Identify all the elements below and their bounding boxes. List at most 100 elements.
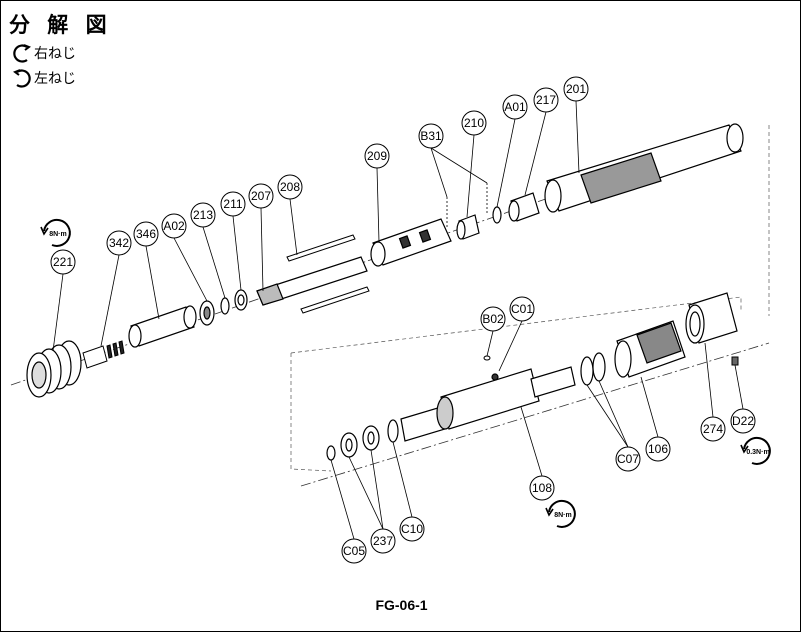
callout-circle [190, 202, 216, 228]
callout-C01: C01 [509, 296, 535, 322]
part-c07-orings [580, 352, 606, 386]
page-title: 分 解 図 [9, 13, 112, 37]
callout-C05: C05 [341, 538, 367, 564]
callout-circle [533, 87, 559, 113]
arrowhead-icon [40, 226, 49, 236]
callout-221: 221 [50, 249, 76, 275]
legend-left-thread-label: 左ねじ [34, 71, 76, 87]
callout-274: 274 [700, 416, 726, 442]
callout-circle [509, 296, 535, 322]
part-c05-oring [326, 445, 336, 461]
callout-label: 211 [223, 197, 242, 211]
part-a02-bearing [199, 300, 215, 326]
callout-label: 237 [373, 534, 393, 548]
callout-circle [50, 249, 76, 275]
callout-A02: A02 [161, 213, 187, 239]
callout-circle [106, 230, 132, 256]
callout-circle [461, 110, 487, 136]
part-342-spring [82, 340, 125, 369]
torque-marker: 8N·m [545, 499, 576, 528]
arrowhead-icon [545, 507, 554, 517]
callout-B31: B31 [418, 123, 444, 149]
assembly-boundary-lines [290, 125, 770, 472]
callout-237: 237 [370, 528, 396, 554]
callout-circle [399, 516, 425, 542]
callout-circle [730, 408, 756, 434]
callout-circle [645, 436, 671, 462]
part-210-nut [456, 214, 480, 240]
callout-label: 217 [536, 93, 556, 107]
part-b02-pin [483, 355, 491, 361]
callout-346: 346 [133, 221, 159, 247]
figure-id: FG-06-1 [375, 597, 428, 613]
leader-lines [52, 100, 744, 540]
callout-217: 217 [533, 87, 559, 113]
part-106-knurled-sleeve [614, 320, 686, 378]
part-b31-pins [446, 183, 488, 229]
callout-circle [418, 123, 444, 149]
legend-right-thread-label: 右ねじ [34, 46, 76, 62]
callout-210: 210 [461, 110, 487, 136]
arrowhead-icon [740, 444, 749, 454]
callout-label: 342 [109, 236, 129, 250]
clockwise-arrow-icon [13, 44, 31, 63]
callout-circle [133, 221, 159, 247]
part-108-spindle [400, 366, 576, 442]
counterclockwise-arrow-icon [13, 69, 31, 88]
callout-circle [364, 143, 390, 169]
torque-label: 8N·m [49, 231, 67, 238]
callout-label: C05 [343, 544, 365, 558]
callout-label: 106 [648, 442, 668, 456]
callout-label: C07 [617, 452, 639, 466]
callout-label: 346 [136, 227, 156, 241]
torque-label: 0.3N·m [746, 449, 769, 456]
part-a01-oring [492, 206, 502, 224]
part-217-coupling [508, 192, 540, 222]
callout-group: 221 342 346 A02 213 211 207 208 209 B31 210 A01 217 2… [50, 76, 756, 564]
callout-B02: B02 [480, 306, 506, 332]
part-213-washer [220, 297, 230, 315]
part-221-end-cap [26, 340, 82, 398]
callout-D22: D22 [730, 408, 756, 434]
clockwise-arrow-icon [43, 218, 71, 247]
callout-circle [700, 416, 726, 442]
part-209-cylinder [370, 218, 452, 267]
callout-106: 106 [645, 436, 671, 462]
part-346-sleeve [128, 305, 197, 348]
callout-label: 274 [703, 422, 723, 436]
callout-circle [529, 475, 555, 501]
callout-207: 207 [248, 183, 274, 209]
part-c10-oring [387, 419, 399, 443]
callout-label: 208 [280, 180, 300, 194]
callout-342: 342 [106, 230, 132, 256]
legend-left-thread: 左ねじ [13, 68, 76, 88]
callout-213: 213 [190, 202, 216, 228]
callout-A01: A01 [502, 94, 528, 120]
callout-label: C01 [511, 302, 533, 316]
callout-circle [615, 446, 641, 472]
part-237-washers [340, 425, 380, 458]
callout-circle [480, 306, 506, 332]
callout-circle [220, 191, 246, 217]
callout-201: 201 [563, 76, 589, 102]
callout-label: 201 [566, 82, 586, 96]
callout-label: B02 [482, 312, 504, 326]
callout-label: A01 [504, 100, 526, 114]
part-274-collar [685, 292, 738, 344]
callout-209: 209 [364, 143, 390, 169]
callout-circle [563, 76, 589, 102]
callout-label: 213 [193, 208, 213, 222]
callout-label: 108 [532, 481, 552, 495]
callout-label: 221 [53, 255, 73, 269]
legend-right-thread: 右ねじ [13, 43, 76, 63]
callout-label: B31 [420, 129, 442, 143]
torque-label: 8N·m [554, 512, 572, 519]
part-211-ring [234, 289, 248, 311]
callout-C07: C07 [615, 446, 641, 472]
callout-C10: C10 [399, 516, 425, 542]
torque-marker-group: 8N·m 8N·m 0.3N·m [40, 218, 771, 528]
callout-label: A02 [163, 219, 185, 233]
callout-label: 207 [251, 189, 271, 203]
torque-marker: 0.3N·m [740, 436, 771, 465]
